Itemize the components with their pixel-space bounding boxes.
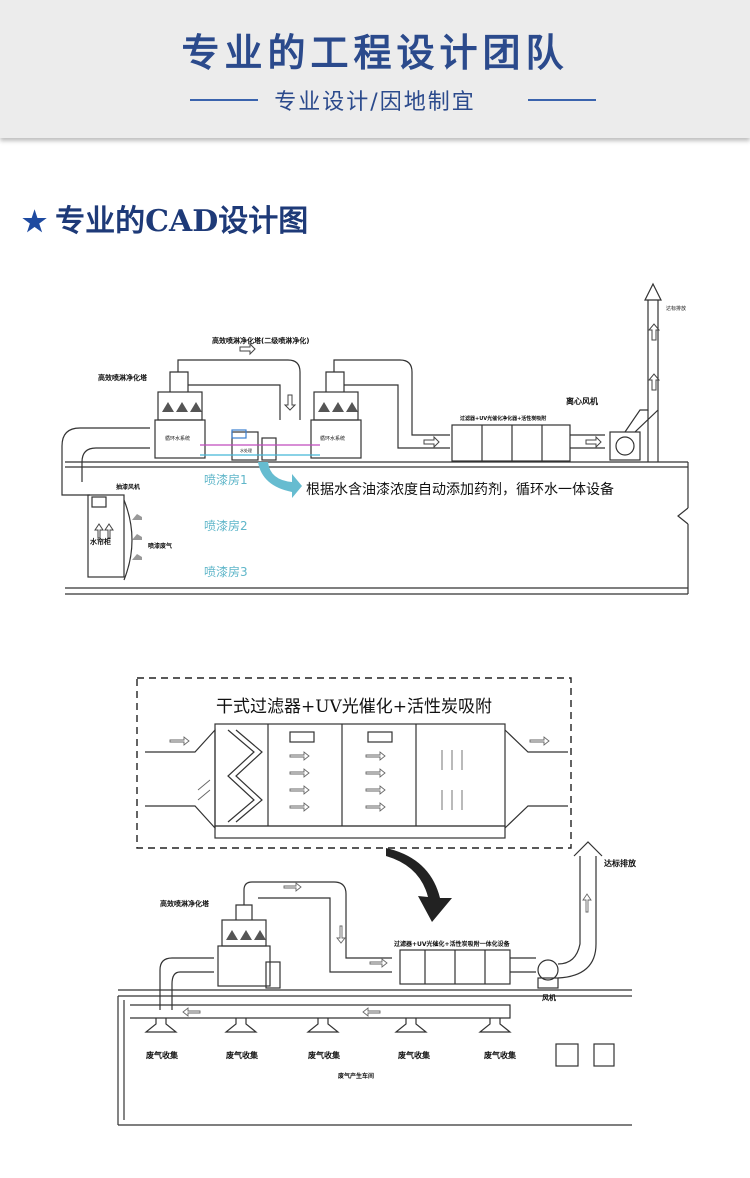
label-hood-5: 废气收集 xyxy=(484,1050,517,1060)
label-hood-1: 废气收集 xyxy=(146,1050,179,1060)
label-filter: 过滤器+UV光催化净化器+活性炭吸附 xyxy=(460,415,546,422)
section-title-text: 专业的CAD设计图 xyxy=(55,204,309,239)
label-stack: 达标排放 xyxy=(666,305,686,312)
label-dosing: 水处理 xyxy=(240,447,252,453)
subtitle-line-left xyxy=(190,99,258,101)
zoom-arrow xyxy=(386,848,452,922)
label-tower-left: 高效喷淋净化塔 xyxy=(98,373,148,382)
label-hood-4: 废气收集 xyxy=(398,1050,431,1060)
label-exhaust-fan: 抽漆风机 xyxy=(116,483,140,491)
label-curtain: 水帘柜 xyxy=(90,537,111,546)
label-tower-2: 高效喷淋净化塔 xyxy=(160,899,210,908)
label-tower-top: 高效喷淋净化塔(二级喷淋净化) xyxy=(212,336,309,345)
section-title: ★专业的CAD设计图 xyxy=(22,196,308,240)
callout-text: 根据水含油漆浓度自动添加药剂，循环水一体设备 xyxy=(306,481,614,498)
label-hood-2: 废气收集 xyxy=(226,1050,259,1060)
label-stack-2: 达标排放 xyxy=(604,858,637,868)
label-workshop: 废气产生车间 xyxy=(338,1072,374,1080)
label-room2: 喷漆房2 xyxy=(204,518,248,533)
label-spray-gas: 喷漆废气 xyxy=(148,542,172,550)
subtitle-line-right xyxy=(528,99,596,101)
label-loop-left: 循环水系统 xyxy=(165,435,190,442)
header-title: 专业的工程设计团队 xyxy=(181,30,569,75)
header-subtitle: 专业设计/因地制宜 xyxy=(274,90,476,115)
detail-box-title: 干式过滤器+UV光催化+活性炭吸附 xyxy=(216,697,492,717)
label-device: 过滤器+UV光催化+活性炭吸附一体化设备 xyxy=(394,940,511,948)
label-hood-3: 废气收集 xyxy=(308,1050,341,1060)
label-loop-right: 循环水系统 xyxy=(320,435,345,442)
cad-diagram-1: 高效喷淋净化塔(二级喷淋净化) 高效喷淋净化塔 循环水系统 循环水系统 水处理 … xyxy=(61,282,689,595)
label-room3: 喷漆房3 xyxy=(204,564,248,579)
star-icon: ★ xyxy=(22,205,48,238)
label-fan: 离心风机 xyxy=(566,396,598,406)
label-fan-2: 风机 xyxy=(542,993,556,1002)
page-header: 专业的工程设计团队 专业设计/因地制宜 xyxy=(0,0,750,138)
detail-box xyxy=(136,677,572,849)
label-room1: 喷漆房1 xyxy=(204,472,248,487)
